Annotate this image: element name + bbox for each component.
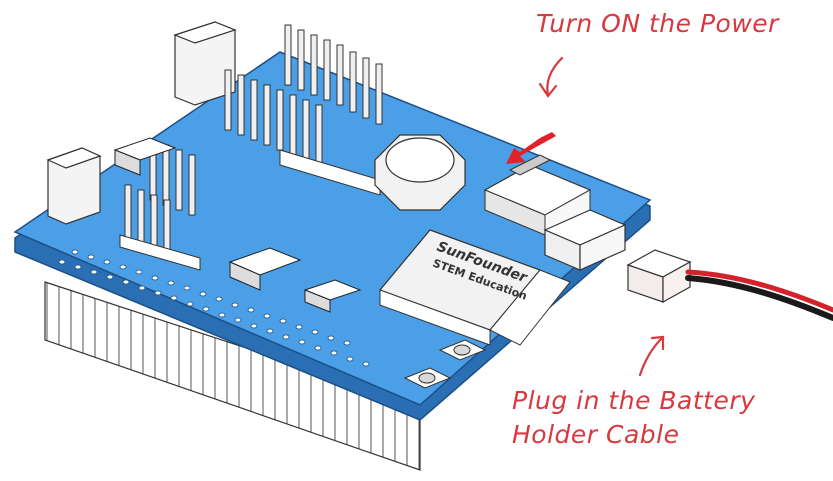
battery-cable-plug[interactable] [626,249,692,304]
plug-battery-label-line1: Plug in the Battery [512,386,756,415]
plug-battery-label-line2: Holder Cable [512,420,680,449]
battery-socket [543,209,627,271]
gpio-holes [58,249,370,367]
ic-chips [113,137,362,313]
battery-wires [685,269,833,321]
tactile-buttons [403,339,487,389]
power-switch[interactable] [483,154,592,236]
annotation-arrow-battery-icon [638,335,665,377]
turn-on-power-label: Turn ON the Power [536,9,779,38]
plug-battery-label: Plug in the Battery Holder Cable [512,384,755,452]
switch-direction-arrow-icon [506,132,556,164]
round-component [374,134,466,211]
servo-pin-headers [119,24,383,271]
annotation-arrow-power-icon [538,56,564,98]
left-connectors [46,21,237,225]
